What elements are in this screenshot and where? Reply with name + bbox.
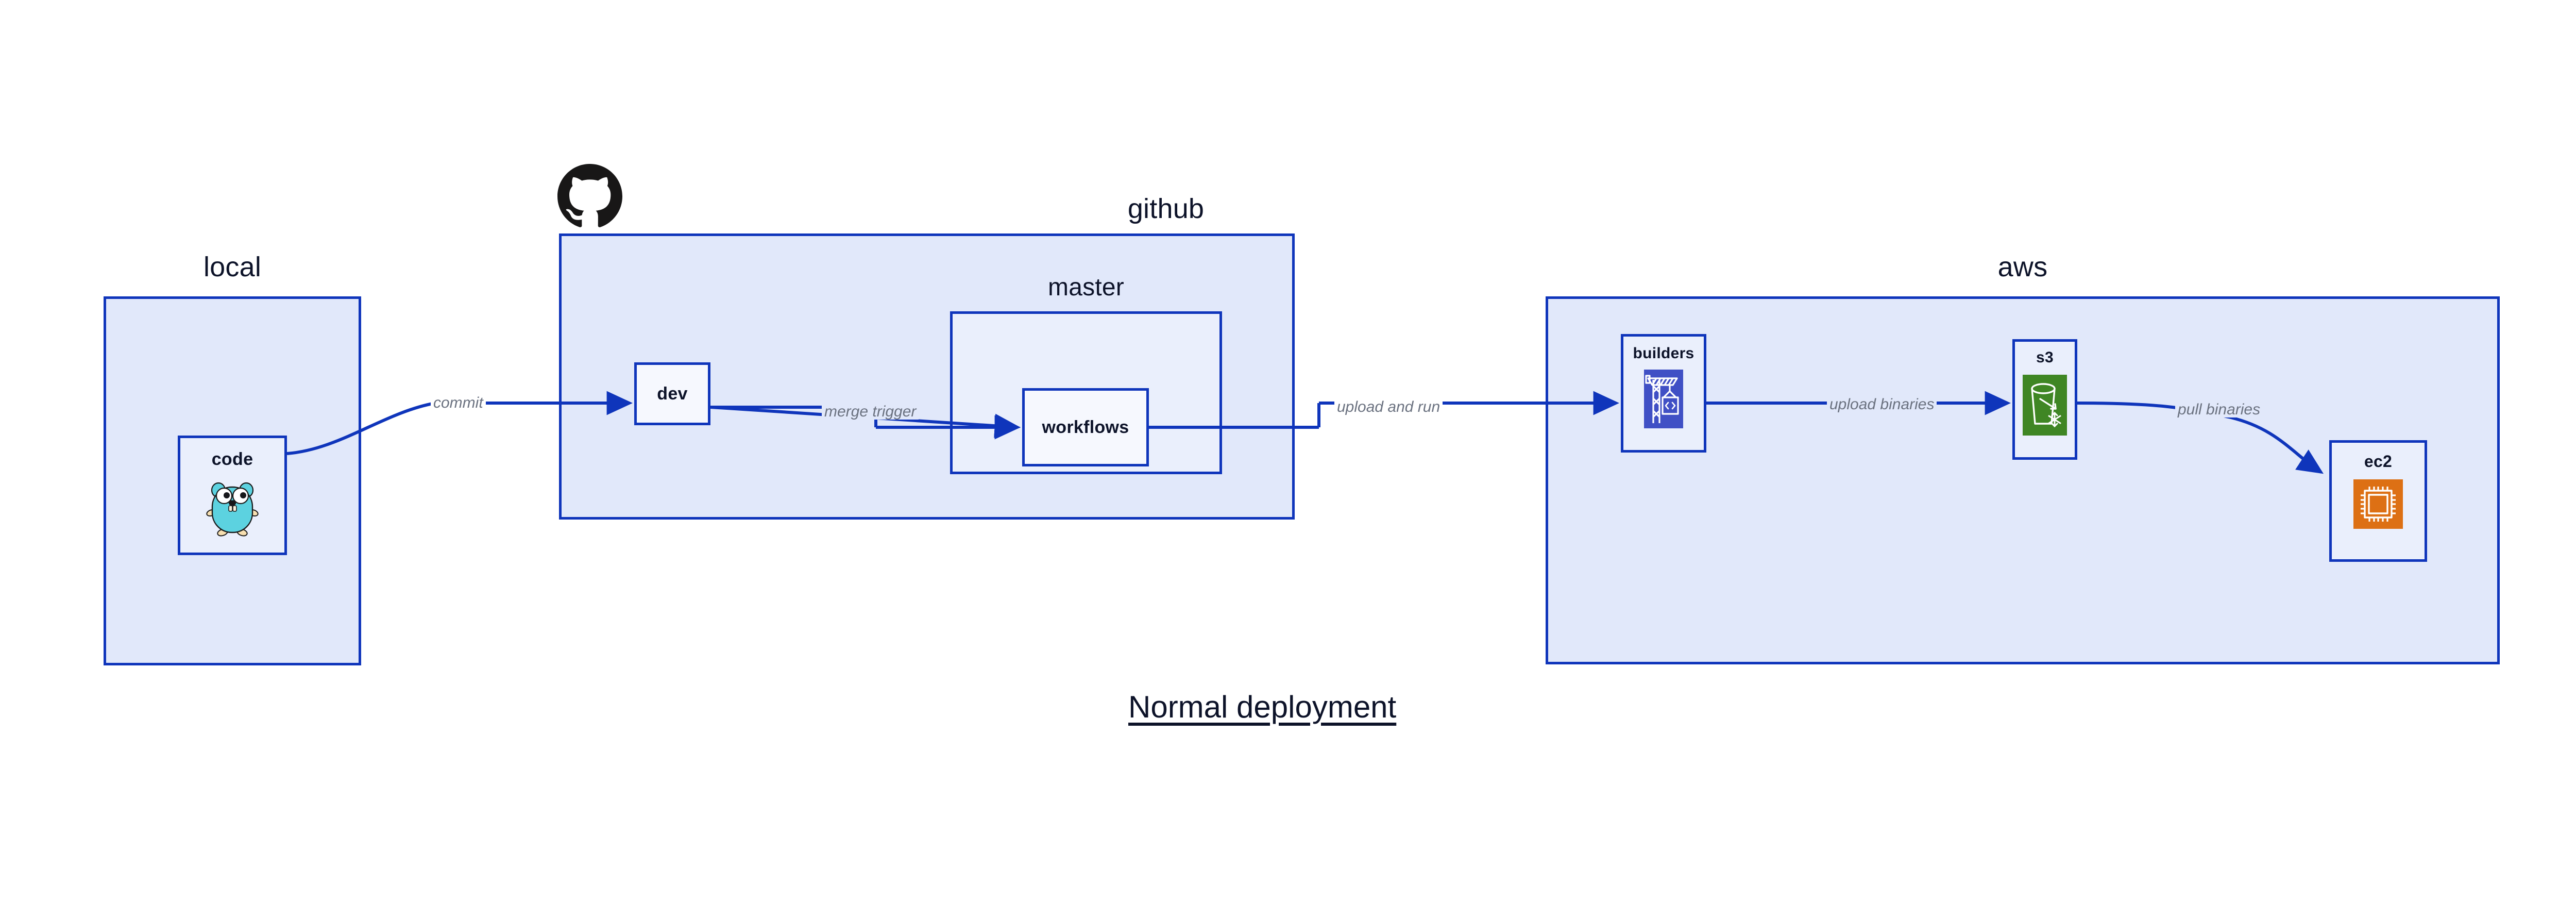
node-label-s3: s3 (2036, 349, 2054, 366)
node-dev[interactable]: dev (634, 362, 710, 425)
group-label-local: local (203, 252, 262, 282)
edge-label-pull-binaries: pull binaries (2175, 402, 2263, 417)
group-label-aws: aws (1997, 252, 2048, 282)
node-builders[interactable]: builders (1621, 334, 1706, 453)
github-octocat-logo (557, 164, 622, 229)
group-label-master: master (1048, 274, 1124, 301)
edge-label-merge-trigger: merge trigger (822, 404, 919, 420)
node-label-dev: dev (657, 383, 688, 404)
aws-ec2-chip-icon (2353, 479, 2403, 531)
node-workflows[interactable]: workflows (1022, 388, 1149, 466)
aws-s3-bucket-snowflake-icon (2023, 375, 2067, 438)
node-ec2[interactable]: ec2 (2329, 440, 2427, 562)
node-label-builders: builders (1633, 345, 1694, 362)
node-label-code: code (211, 449, 253, 469)
edge-label-upload-and-run: upload and run (1334, 399, 1443, 415)
aws-codebuild-crane-icon (1644, 370, 1683, 431)
go-gopher-icon (206, 479, 259, 539)
node-code[interactable]: code (178, 436, 287, 555)
edge-label-commit: commit (431, 395, 486, 411)
node-label-workflows: workflows (1042, 417, 1129, 437)
group-label-github: github (1127, 193, 1205, 224)
node-s3[interactable]: s3 (2012, 339, 2077, 460)
diagram-title: Normal deployment (1128, 690, 1397, 724)
node-label-ec2: ec2 (2364, 452, 2393, 471)
edge-label-upload-binaries: upload binaries (1827, 397, 1937, 412)
